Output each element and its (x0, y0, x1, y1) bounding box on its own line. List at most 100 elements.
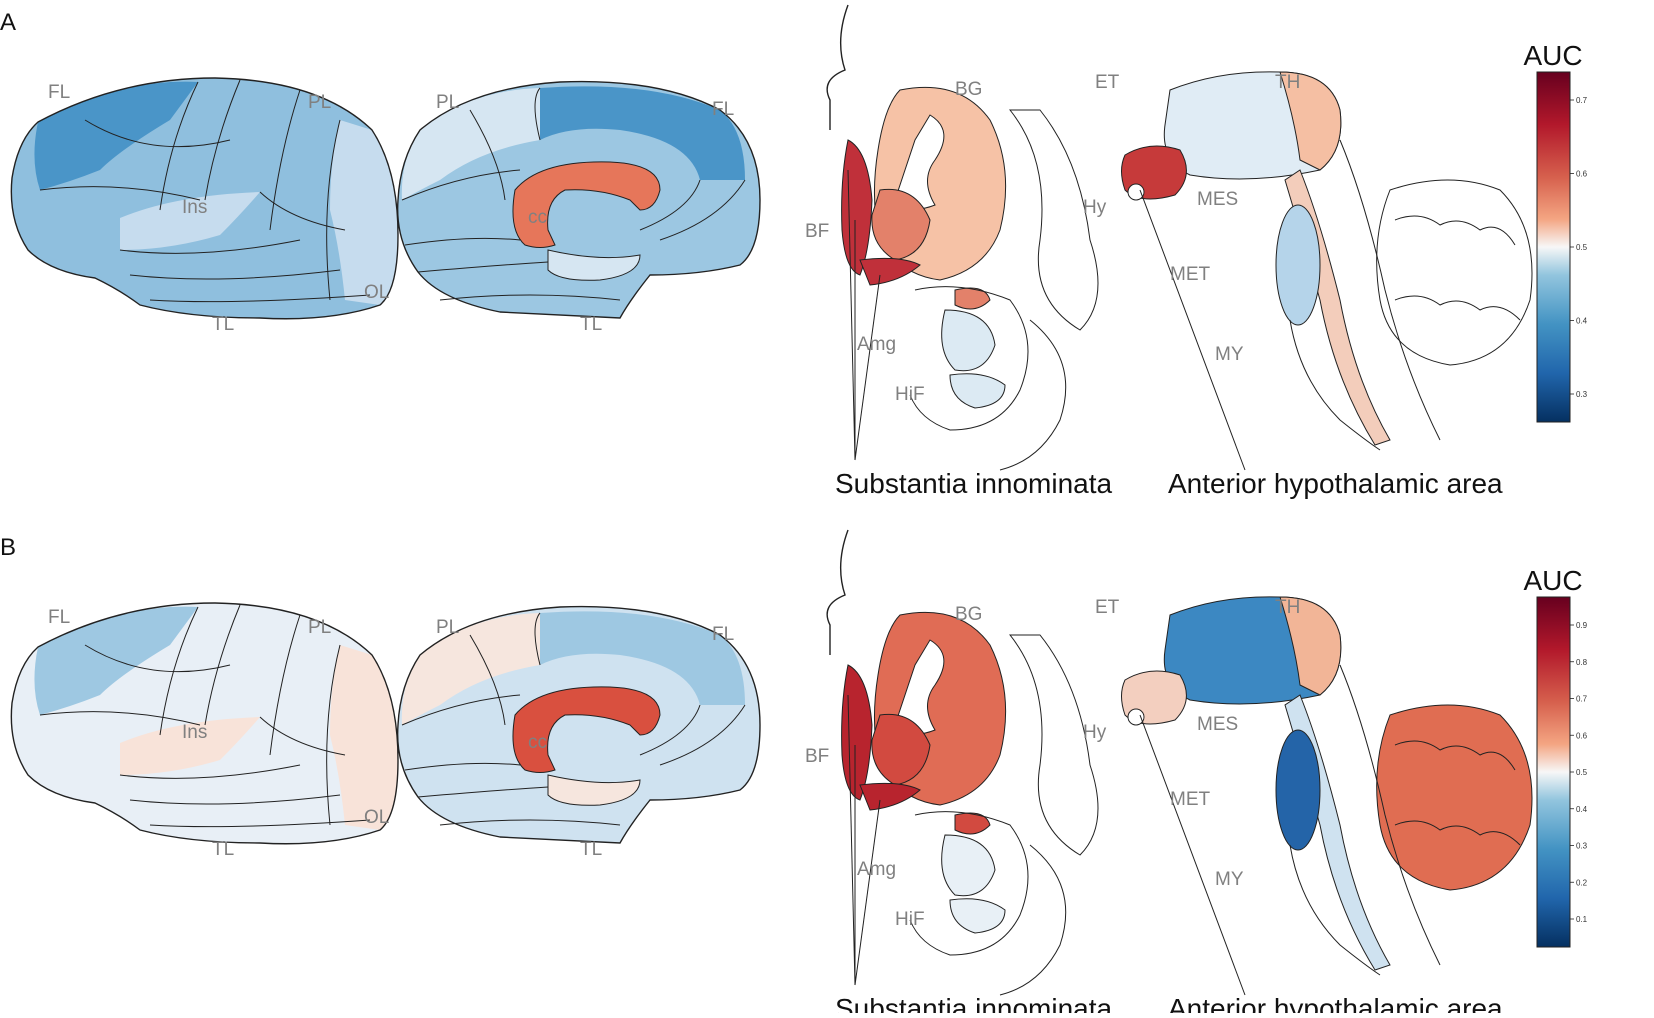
coronal-caption: Substantia innominata (835, 993, 1113, 1013)
colorbar-tick-label: 0.2 (1576, 878, 1588, 887)
colorbar-tick-label: 0.3 (1576, 842, 1588, 851)
coronal-label-bf: BF (805, 746, 829, 767)
lateral-sulcus-line (39, 186, 201, 201)
sagittal-pointer-line (1139, 189, 1246, 471)
sagittal-label-mes: MES (1197, 714, 1238, 735)
medial-sulcus-line (659, 704, 746, 766)
medial-cortex-outline (396, 80, 761, 319)
colorbar-tick-label: 0.7 (1576, 695, 1588, 704)
medial-cingulate-upper (540, 611, 745, 705)
lateral-sulcus-line (39, 711, 201, 726)
coronal-pointer-line (847, 169, 856, 461)
medial-parietal-region (401, 88, 540, 200)
panel-letter: B (0, 534, 16, 561)
coronal-temporal-outline (909, 286, 1029, 431)
medial-sulcus-line (401, 169, 521, 201)
lateral-sulcus-line (204, 604, 241, 726)
coronal-substantia-innominata (859, 782, 921, 811)
medial-sulcus-line (534, 87, 541, 141)
medial-sulcus-line (439, 294, 621, 301)
lateral-label-fl: FL (48, 607, 70, 628)
sagittal-label-mes: MES (1197, 189, 1238, 210)
sagittal-posterior-outline (1339, 664, 1441, 966)
lateral-label-tl: TL (212, 314, 234, 335)
medial-sulcus-line (404, 762, 521, 771)
coronal-pointer-line (854, 274, 881, 461)
lateral-label-ol: OL (364, 807, 389, 828)
medial-parietal-region (401, 613, 540, 725)
coronal-label-hif: HiF (895, 384, 925, 405)
lateral-sulcus-line (269, 614, 301, 756)
medial-corpus-callosum (512, 161, 661, 248)
panel-letter: A (0, 9, 16, 36)
sagittal-thalamus (1279, 596, 1342, 696)
medial-sulcus-line (417, 261, 549, 273)
colorbar-tick-label: 0.5 (1576, 243, 1588, 252)
colorbar-gradient (1536, 596, 1571, 948)
colorbar-tick-label: 0.4 (1576, 317, 1588, 326)
medial-temporal-pole (547, 249, 641, 281)
colorbar-gradient (1536, 71, 1571, 423)
sagittal-cerebellar-folia (1394, 740, 1521, 846)
medial-label-pl: PL (436, 617, 459, 638)
medial-label-cc: cc (528, 732, 547, 753)
lateral-sulcus-line (269, 89, 301, 231)
coronal-amygdala-small (954, 287, 991, 310)
medial-sulcus-line (639, 179, 701, 231)
coronal-label-amg: Amg (857, 334, 896, 355)
coronal-hippocampal-formation (949, 898, 1006, 934)
lateral-insula-region (120, 717, 260, 775)
lateral-sulcus-line (149, 294, 371, 303)
sagittal-label-my: MY (1215, 344, 1244, 365)
medial-sulcus-line (639, 704, 701, 756)
lateral-insula-region (120, 192, 260, 250)
sagittal-medulla-outline (1289, 319, 1381, 451)
lateral-sulcus-line (119, 239, 301, 254)
medial-label-pl: PL (436, 92, 459, 113)
medial-sulcus-line (401, 694, 521, 726)
coronal-substantia-innominata (859, 257, 921, 286)
lateral-sulcus-line (149, 819, 371, 828)
sagittal-label-et: ET (1095, 72, 1120, 93)
lateral-sulcus-line (259, 716, 346, 756)
colorbar-title: AUC (1523, 565, 1582, 596)
lateral-occipital-region (330, 645, 398, 830)
coronal-label-bg: BG (955, 604, 982, 625)
sagittal-label-met: MET (1170, 789, 1211, 810)
coronal-amygdala-small (954, 812, 991, 835)
medial-cortex-outline (396, 605, 761, 844)
medial-sulcus-line (469, 109, 506, 201)
sagittal-cerebellum (1376, 704, 1533, 891)
coronal-label-amg: Amg (857, 859, 896, 880)
lateral-cortex-outline (10, 77, 399, 320)
medial-sulcus-line (659, 179, 746, 241)
lateral-label-pl: PL (308, 92, 331, 113)
sagittal-cerebellum (1376, 179, 1533, 366)
coronal-putamen (871, 713, 931, 786)
colorbar-tick-label: 0.9 (1576, 621, 1588, 630)
medial-sulcus-line (439, 819, 621, 826)
sagittal-caption: Anterior hypothalamic area (1168, 468, 1503, 499)
coronal-temporal-outline (909, 811, 1029, 956)
lateral-occipital-region (330, 120, 398, 305)
lateral-sulcus-line (326, 644, 341, 826)
colorbar-tick-label: 0.6 (1576, 731, 1588, 740)
lateral-sulcus-line (259, 191, 346, 231)
colorbar-tick-label: 0.8 (1576, 658, 1588, 667)
medial-sulcus-line (417, 786, 549, 798)
lateral-sulcus-line (204, 79, 241, 201)
medial-label-tl: TL (580, 839, 602, 860)
sagittal-mammillary-body (1127, 708, 1145, 726)
medial-temporal-pole (547, 774, 641, 806)
